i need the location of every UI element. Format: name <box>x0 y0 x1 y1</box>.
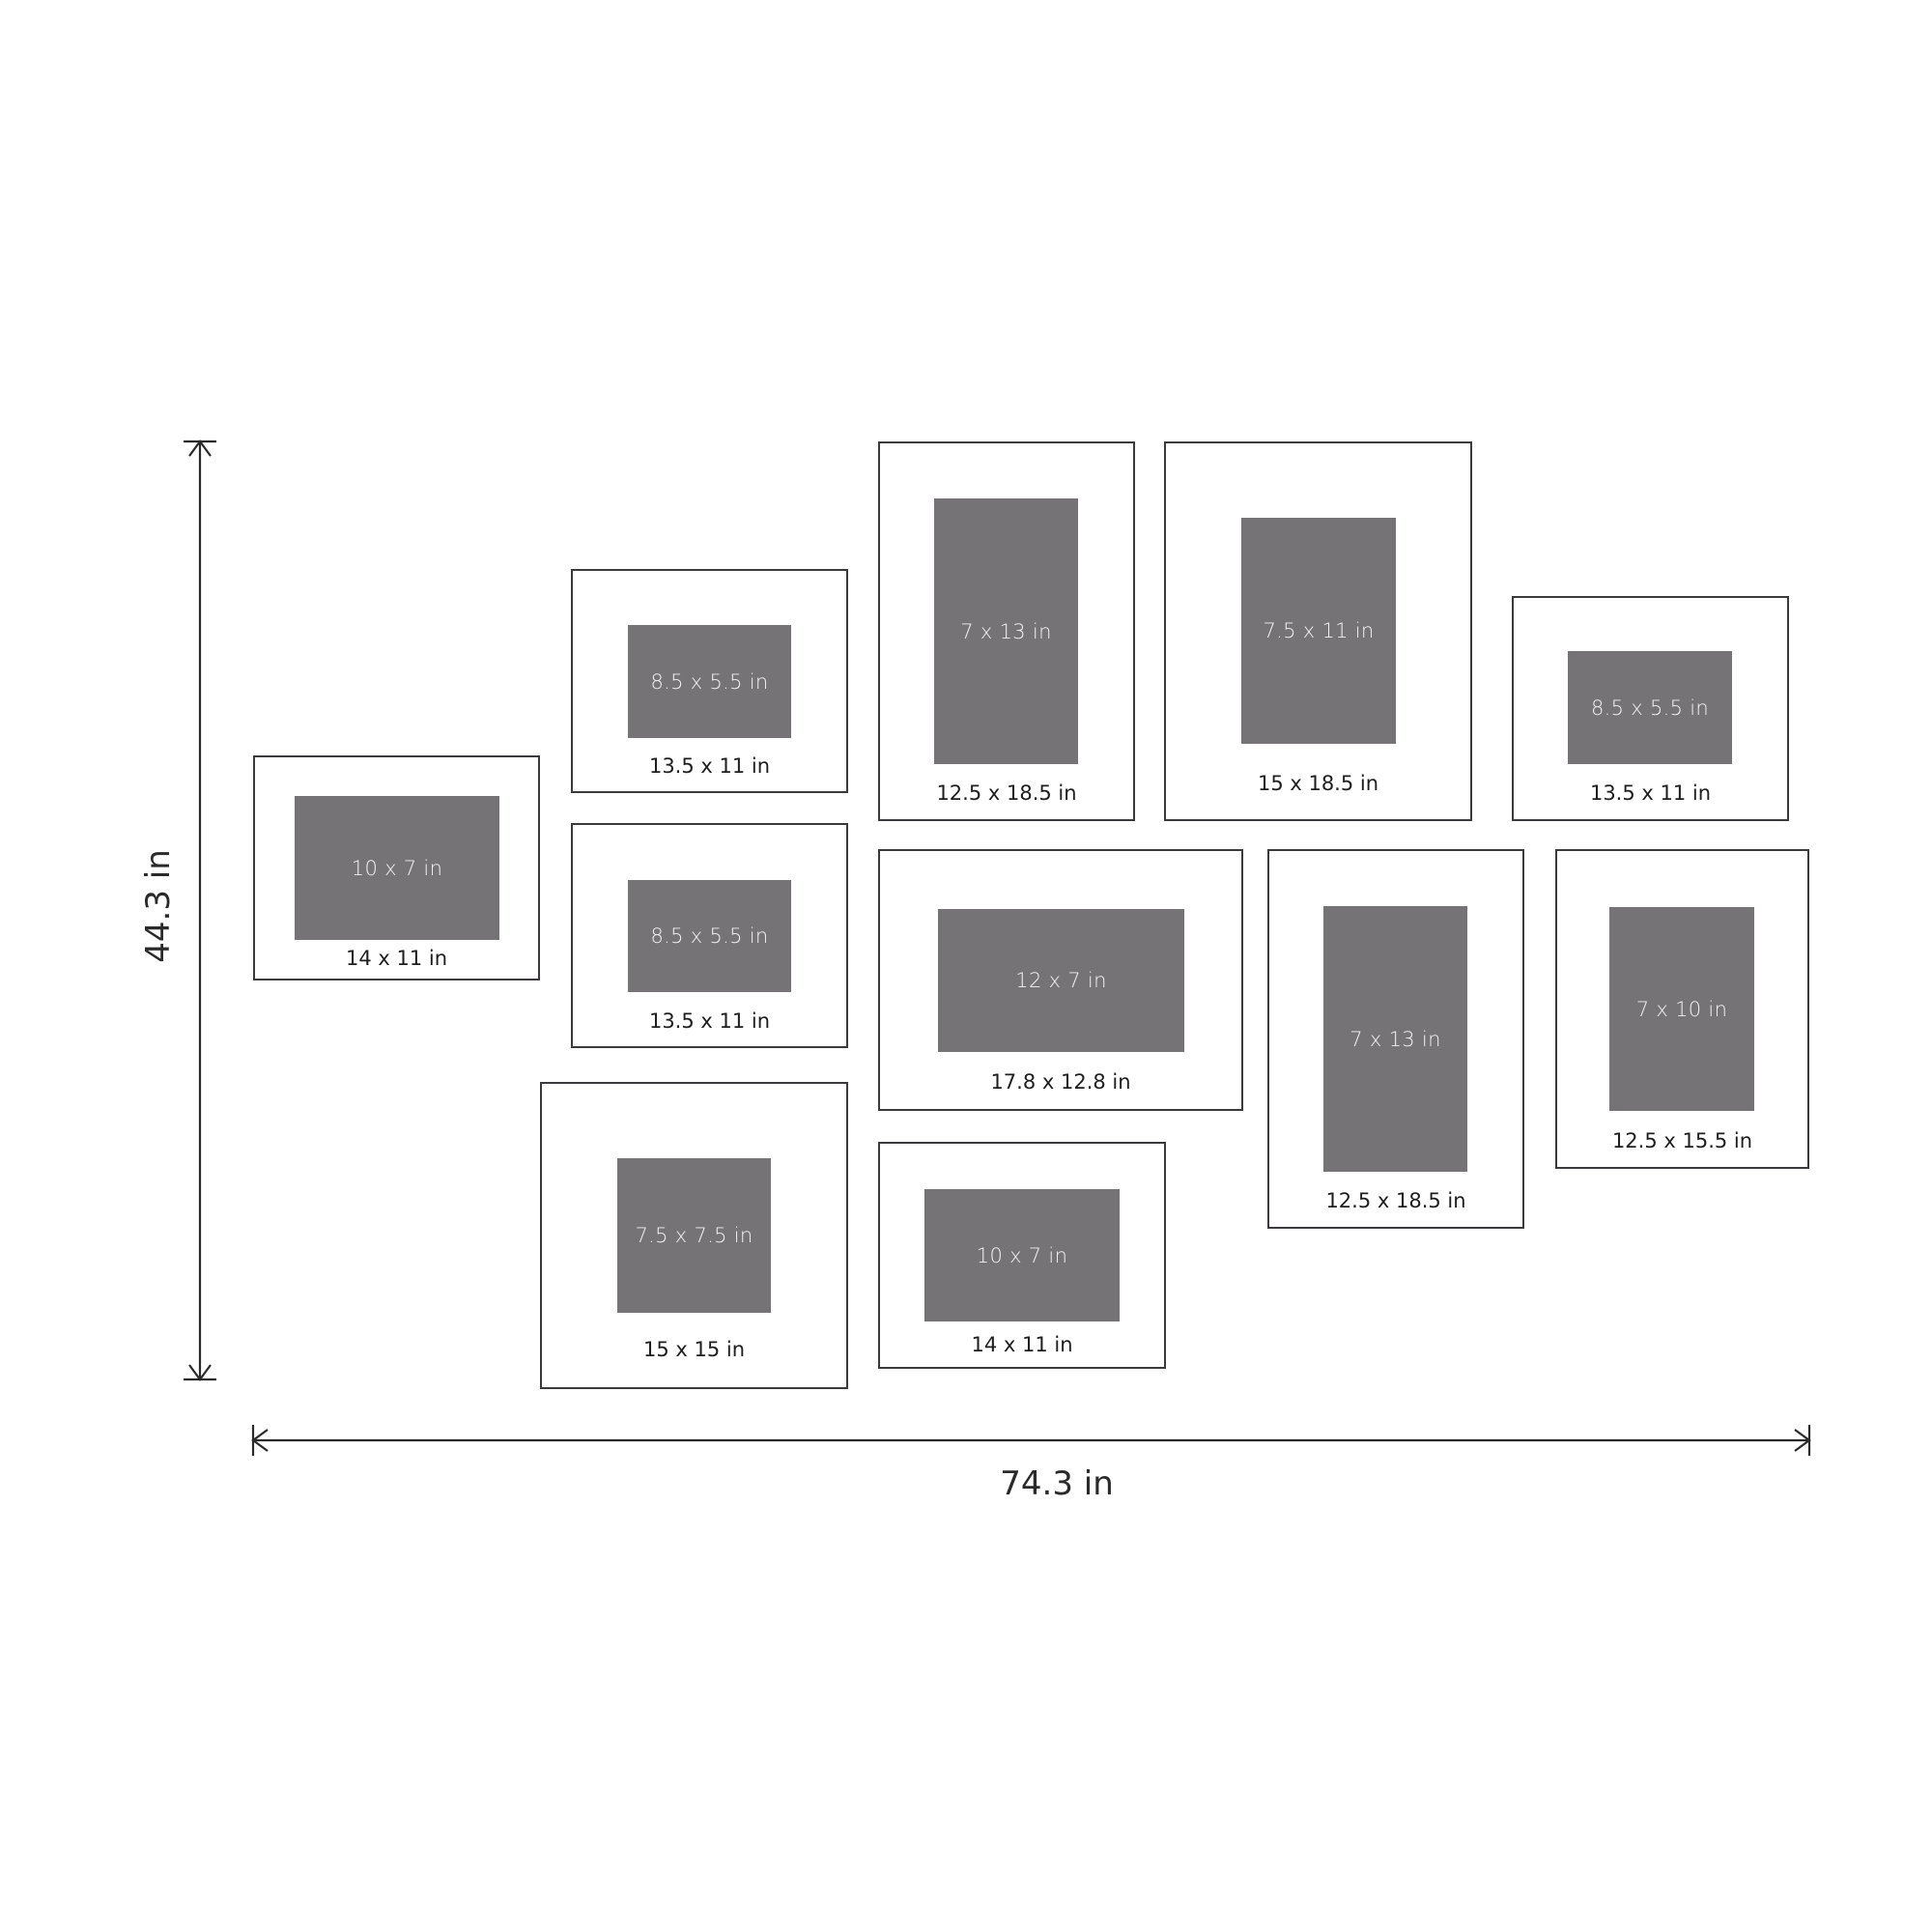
frame-12x18-top: 7 x 13 in 12.5 x 18.5 in <box>878 441 1135 821</box>
frame-12x18-right: 7 x 13 in 12.5 x 18.5 in <box>1267 849 1524 1229</box>
arrow-down-icon <box>188 1364 212 1381</box>
frame-14x11-left: 10 x 7 in 14 x 11 in <box>253 755 540 980</box>
photo-size-label: 8.5 x 5.5 in <box>1591 696 1709 720</box>
frame-size-label: 12.5 x 18.5 in <box>936 781 1077 805</box>
frame-14x11-bottom: 10 x 7 in 14 x 11 in <box>878 1142 1166 1369</box>
arrow-up-icon <box>188 440 212 457</box>
frame-size-label: 15 x 18.5 in <box>1257 772 1379 795</box>
photo-placeholder: 7.5 x 7.5 in <box>617 1158 771 1313</box>
photo-placeholder: 8.5 x 5.5 in <box>628 880 791 992</box>
photo-size-label: 12 x 7 in <box>1015 969 1107 992</box>
photo-placeholder: 10 x 7 in <box>295 796 499 940</box>
frame-size-label: 13.5 x 11 in <box>648 1009 771 1033</box>
photo-placeholder: 7.5 x 11 in <box>1241 518 1396 744</box>
frame-size-label: 13.5 x 11 in <box>1589 781 1712 805</box>
frame-15x18: 7.5 x 11 in 15 x 18.5 in <box>1164 441 1472 821</box>
photo-size-label: 7 x 10 in <box>1635 997 1728 1021</box>
photo-size-label: 10 x 7 in <box>351 856 443 880</box>
photo-size-label: 10 x 7 in <box>976 1243 1068 1267</box>
frame-12x15: 7 x 10 in 12.5 x 15.5 in <box>1555 849 1809 1169</box>
photo-size-label: 7 x 13 in <box>960 619 1052 643</box>
photo-placeholder: 7 x 10 in <box>1609 907 1754 1111</box>
photo-placeholder: 7 x 13 in <box>1323 906 1467 1172</box>
photo-size-label: 7 x 13 in <box>1350 1027 1441 1051</box>
frame-size-label: 17.8 x 12.8 in <box>990 1070 1131 1094</box>
frame-15x15: 7.5 x 7.5 in 15 x 15 in <box>540 1082 848 1389</box>
height-label: 44.3 in <box>139 849 178 963</box>
frame-13x11-right: 8.5 x 5.5 in 13.5 x 11 in <box>1512 596 1789 821</box>
arrow-left-icon <box>251 1429 269 1452</box>
photo-placeholder: 12 x 7 in <box>938 909 1184 1052</box>
width-label: 74.3 in <box>1000 1464 1114 1503</box>
frame-size-label: 12.5 x 15.5 in <box>1611 1129 1753 1152</box>
photo-placeholder: 7 x 13 in <box>934 498 1078 764</box>
frame-size-label: 13.5 x 11 in <box>648 754 771 778</box>
frame-13x11-middle-left: 8.5 x 5.5 in 13.5 x 11 in <box>571 823 848 1048</box>
photo-placeholder: 8.5 x 5.5 in <box>1568 651 1732 764</box>
frame-size-label: 12.5 x 18.5 in <box>1325 1189 1466 1212</box>
photo-size-label: 7.5 x 7.5 in <box>635 1224 753 1247</box>
photo-placeholder: 10 x 7 in <box>924 1189 1120 1321</box>
photo-placeholder: 8.5 x 5.5 in <box>628 625 791 738</box>
arrow-right-icon <box>1794 1429 1811 1452</box>
frame-size-label: 15 x 15 in <box>642 1338 746 1361</box>
frame-17x12: 12 x 7 in 17.8 x 12.8 in <box>878 849 1243 1111</box>
frame-13x11-top-left: 8.5 x 5.5 in 13.5 x 11 in <box>571 569 848 793</box>
frame-size-label: 14 x 11 in <box>345 947 448 970</box>
photo-size-label: 8.5 x 5.5 in <box>650 924 769 948</box>
photo-size-label: 8.5 x 5.5 in <box>650 669 769 694</box>
frame-size-label: 14 x 11 in <box>971 1333 1073 1356</box>
photo-size-label: 7.5 x 11 in <box>1263 619 1375 642</box>
